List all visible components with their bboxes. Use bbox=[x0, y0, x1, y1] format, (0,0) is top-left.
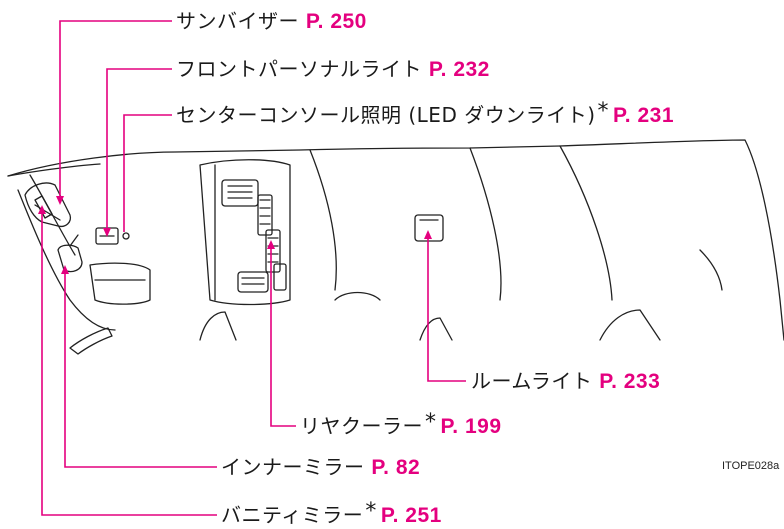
leader-room-light bbox=[427, 236, 466, 382]
label-room-light: ルームライト P. 233 bbox=[471, 369, 660, 394]
page-ref-vanity-mirror[interactable]: P. 251 bbox=[380, 504, 442, 527]
label-front-personal-light: フロントパーソナルライト P. 232 bbox=[176, 57, 490, 82]
page-ref-inner-mirror[interactable]: P. 82 bbox=[371, 456, 421, 479]
arrow-front-light bbox=[103, 228, 111, 237]
label-vanity-mirror-text: バニティミラー bbox=[221, 503, 364, 527]
label-inner-mirror-text: インナーミラー bbox=[221, 455, 365, 479]
arrow-room-light bbox=[424, 230, 432, 239]
sun-visor-shape bbox=[24, 182, 72, 228]
leader-vanity-mirror bbox=[41, 210, 217, 516]
inner-mirror-shape bbox=[57, 244, 83, 273]
page-ref-sun-visor[interactable]: P. 250 bbox=[305, 10, 367, 33]
leader-console-light bbox=[123, 114, 172, 232]
page-ref-front-personal-light[interactable]: P. 232 bbox=[428, 58, 490, 81]
arrow-sun-visor bbox=[56, 196, 64, 205]
asterisk-rear-cooler: * bbox=[425, 410, 437, 435]
rear-cooler-housing bbox=[199, 159, 291, 306]
arrow-rear-cooler bbox=[267, 240, 275, 249]
label-rear-cooler-text: リヤクーラー bbox=[300, 414, 423, 438]
arrow-vanity-mirror bbox=[38, 205, 46, 214]
label-vanity-mirror: バニティミラー*P. 251 bbox=[221, 500, 442, 528]
page-ref-room-light[interactable]: P. 233 bbox=[599, 370, 661, 393]
page-ref-rear-cooler[interactable]: P. 199 bbox=[440, 415, 502, 438]
asterisk-vanity-mirror: * bbox=[365, 499, 377, 524]
label-sun-visor-text: サンバイザー bbox=[176, 9, 299, 33]
label-inner-mirror: インナーミラー P. 82 bbox=[221, 455, 420, 480]
room-light-shape bbox=[414, 214, 444, 242]
label-center-console-light: センターコンソール照明 (LED ダウンライト)*P. 231 bbox=[176, 100, 675, 128]
label-center-console-light-text: センターコンソール照明 (LED ダウンライト) bbox=[176, 103, 596, 127]
label-front-personal-light-text: フロントパーソナルライト bbox=[176, 57, 422, 81]
page-ref-center-console-light[interactable]: P. 231 bbox=[613, 104, 675, 127]
leader-front-light bbox=[106, 68, 172, 232]
leader-rear-cooler bbox=[270, 245, 296, 427]
label-room-light-text: ルームライト bbox=[471, 369, 593, 393]
console-light-shape bbox=[122, 232, 130, 240]
leader-inner-mirror bbox=[64, 270, 217, 468]
asterisk-center-console-light: * bbox=[597, 99, 609, 124]
leader-sun-visor bbox=[59, 20, 172, 200]
figure-code: ITOPE028a bbox=[722, 460, 780, 472]
label-sun-visor: サンバイザー P. 250 bbox=[176, 9, 367, 34]
arrow-inner-mirror bbox=[61, 265, 69, 274]
label-rear-cooler: リヤクーラー*P. 199 bbox=[300, 411, 502, 439]
